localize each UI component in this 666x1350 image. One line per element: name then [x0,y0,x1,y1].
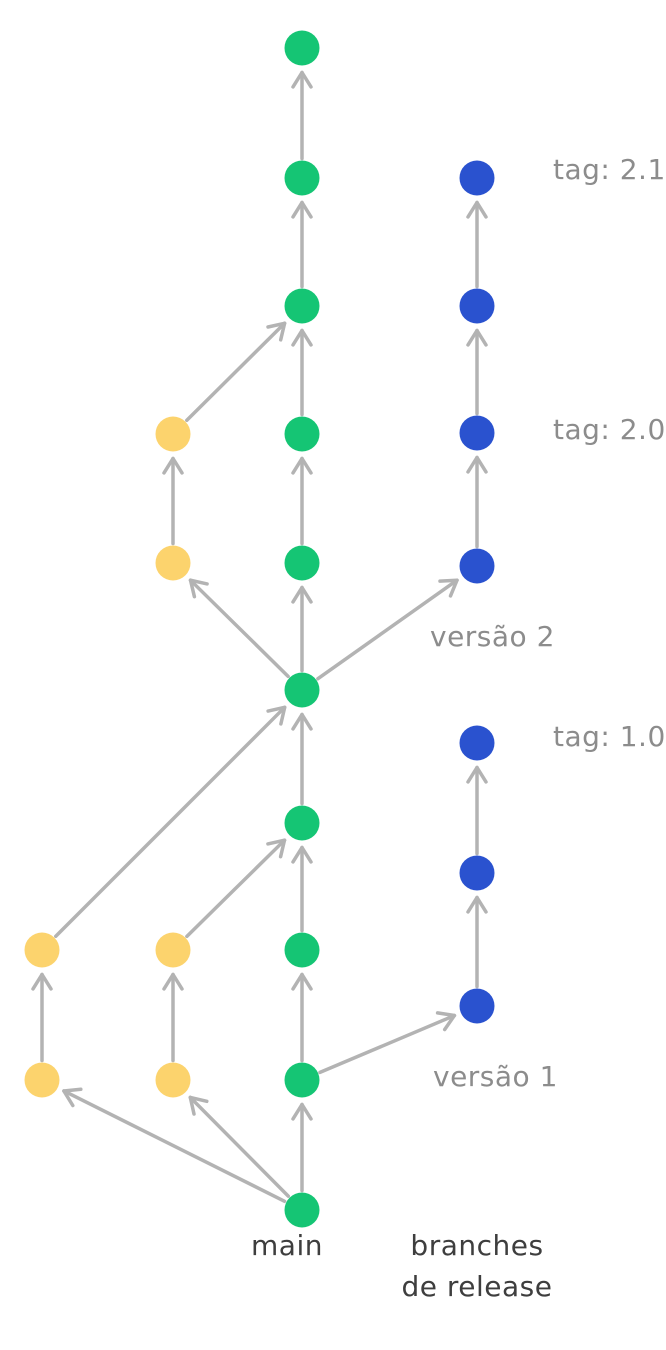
arrow-edge-fu434-to-m306 [185,321,287,423]
commit-node-feature-fu563 [155,545,191,581]
arrowhead-icon [162,456,184,475]
label-tag-2-0: tag: 2.0 [553,413,666,446]
label-branches-line2: de release [401,1270,552,1303]
arrow-edge-m306-to-m178 [291,200,313,289]
arrowhead-icon [466,765,488,784]
arrowhead-icon [291,70,313,89]
commit-node-main-m690 [284,672,320,708]
arrow-edge-r2_566-to-r2_433 [466,455,488,549]
arrow-edge-m563-to-m434 [291,456,313,546]
label-tag-2-1: tag: 2.1 [553,153,666,186]
label-versao-1: versão 1 [433,1060,558,1093]
arrowhead-icon [266,838,287,859]
arrow-edge-r2_433-to-r2_306 [466,328,488,416]
arrowhead-icon [291,1102,313,1121]
arrow-edge-fl950-to-m690 [54,705,287,938]
arrow-edge-m823-to-m690 [291,712,313,806]
commit-node-feature-fu434 [155,416,191,452]
commit-node-feature-fl950 [24,932,60,968]
commit-node-release-r1_1006 [459,988,495,1024]
arrowhead-icon [291,328,313,347]
arrow-edge-fu563-to-fu434 [162,456,184,546]
arrow-edge-fm950-to-m823 [185,838,287,939]
arrow-edge-m1210-to-fm1080 [188,1095,291,1198]
arrowhead-icon [291,972,313,991]
commit-node-main-m48 [284,30,320,66]
arrow-edge-r1_1006-to-r1_873 [466,895,488,989]
arrow-edge-fm1080-to-fm950 [162,972,184,1063]
commit-node-main-m823 [284,805,320,841]
commit-node-main-m1080 [284,1062,320,1098]
arrowhead-icon [291,456,313,475]
commit-node-main-m178 [284,160,320,196]
arrowhead-icon [188,578,209,599]
commit-node-feature-fl1080 [24,1062,60,1098]
commit-node-release-r2_566 [459,548,495,584]
arrow-edge-m1080-to-r1_1006 [318,1011,457,1075]
commit-node-feature-fm950 [155,932,191,968]
arrow-edge-m434-to-m306 [291,328,313,417]
arrowhead-icon [466,895,488,914]
arrow-edge-r2_306-to-r2_178 [466,200,488,289]
label-main-label: main [251,1229,323,1262]
arrowhead-icon [466,328,488,347]
arrow-edge-m1080-to-m950 [291,972,313,1063]
arrowhead-icon [291,200,313,219]
commit-node-main-m434 [284,416,320,452]
arrow-edge-fl1080-to-fl950 [31,972,53,1063]
arrowhead-icon [188,1095,209,1116]
arrowhead-icon [62,1087,83,1108]
arrow-edge-m690-to-m563 [291,585,313,673]
arrowhead-icon [266,321,287,342]
arrow-edge-m178-to-m48 [291,70,313,161]
arrow-edge-m690-to-r2_566 [316,578,459,681]
arrowhead-icon [162,972,184,991]
commit-node-release-r1_743 [459,725,495,761]
arrowhead-icon [291,585,313,604]
commit-node-main-m950 [284,932,320,968]
label-versao-2: versão 2 [430,620,555,653]
arrowhead-icon [466,455,488,474]
arrow-edge-m1210-to-fl1080 [62,1087,287,1204]
arrowhead-icon [438,578,459,598]
arrow-edge-m690-to-fu563 [188,578,290,679]
commit-node-release-r2_306 [459,288,495,324]
arrow-edge-m950-to-m823 [291,845,313,933]
commit-node-main-m306 [284,288,320,324]
label-branches-line1: branches [410,1229,543,1262]
commit-node-main-m563 [284,545,320,581]
arrow-edge-r1_873-to-r1_743 [466,765,488,856]
commit-node-release-r1_873 [459,855,495,891]
arrowhead-icon [466,200,488,219]
arrowhead-icon [435,1011,457,1032]
arrowhead-icon [291,712,313,731]
label-tag-1-0: tag: 1.0 [553,720,666,753]
commit-node-release-r2_433 [459,415,495,451]
commit-node-feature-fm1080 [155,1062,191,1098]
arrowhead-icon [291,845,313,864]
arrow-edge-m1210-to-m1080 [291,1102,313,1193]
commit-node-main-m1210 [284,1192,320,1228]
arrowhead-icon [266,705,287,726]
commit-node-release-r2_178 [459,160,495,196]
arrowhead-icon [31,972,53,991]
